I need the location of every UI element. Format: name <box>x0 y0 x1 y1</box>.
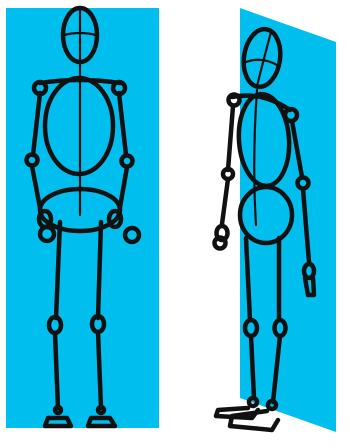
tq-back-arm <box>215 95 240 249</box>
front-view-background-panel <box>6 8 159 428</box>
